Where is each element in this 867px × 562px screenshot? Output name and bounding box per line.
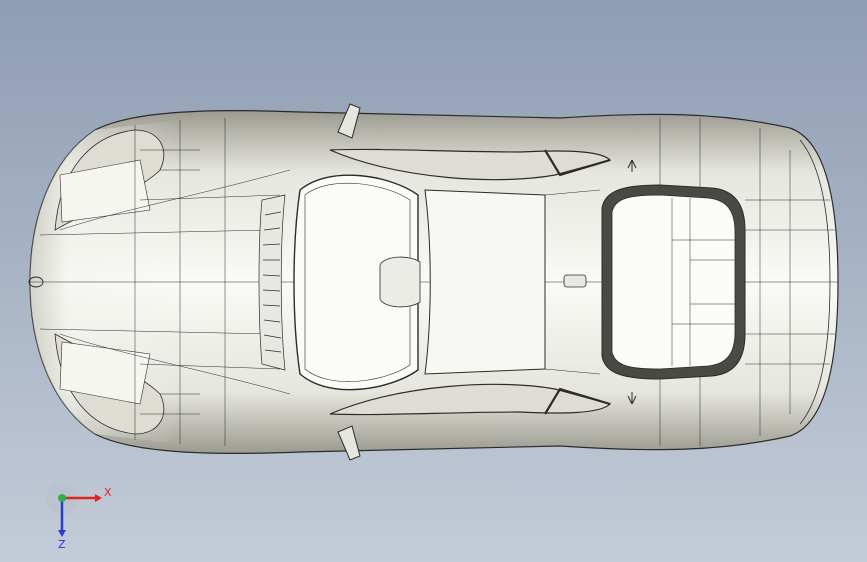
right-fuel-mark <box>627 392 637 405</box>
left-side-mirror <box>337 103 361 139</box>
hood-panel-lines <box>39 118 291 446</box>
right-side-mirror <box>337 425 361 461</box>
cowl-vent <box>258 194 286 371</box>
front-emblem <box>28 276 44 288</box>
left-fuel-mark <box>627 159 637 172</box>
left-window-strip <box>329 148 612 181</box>
y-axis-dot <box>58 494 66 502</box>
right-window-strip <box>329 383 612 416</box>
roof <box>424 189 546 375</box>
roof-antenna <box>563 274 587 288</box>
rear-panel-lines <box>544 118 835 446</box>
rear-view-mirror <box>379 256 421 308</box>
x-axis-label: X <box>104 486 112 499</box>
z-axis-arrowhead <box>58 530 66 537</box>
x-axis-arrowhead <box>95 494 102 502</box>
coordinate-triad: X Z <box>46 482 112 550</box>
z-axis-label: Z <box>58 538 66 550</box>
windscreen <box>293 174 419 391</box>
